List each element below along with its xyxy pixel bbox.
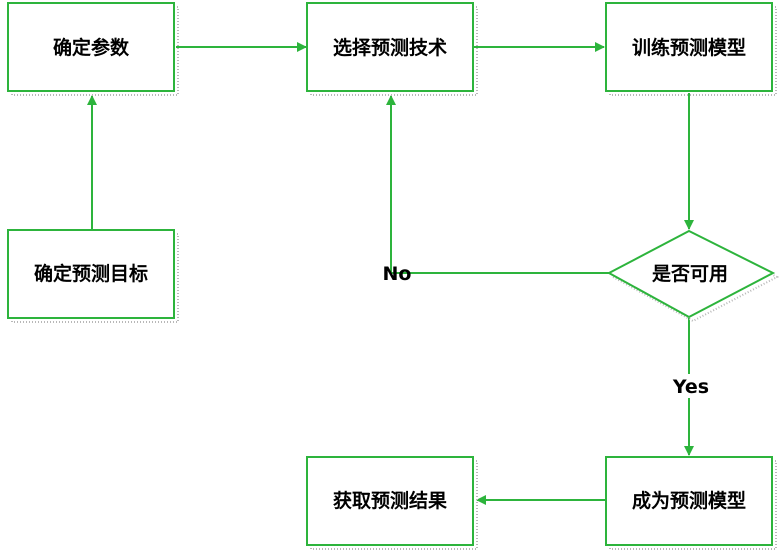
node-select-technique[interactable]: 选择预测技术 <box>306 2 478 96</box>
node-get-result-box <box>306 456 474 546</box>
node-train-model-label: 训练预测模型 <box>632 36 746 59</box>
edge-labels: No Yes <box>383 263 710 398</box>
node-select-technique-shadow <box>310 6 478 96</box>
node-become-model-label: 成为预测模型 <box>632 489 746 512</box>
node-determine-params-box <box>7 2 175 92</box>
node-determine-goal[interactable]: 确定预测目标 <box>7 229 179 323</box>
node-select-technique-box <box>306 2 474 92</box>
node-train-model[interactable]: 训练预测模型 <box>605 2 777 96</box>
edge-label-yes: Yes <box>672 376 709 398</box>
node-determine-goal-shadow <box>11 233 179 323</box>
node-is-usable-diamond <box>606 229 776 319</box>
node-become-model[interactable]: 成为预测模型 <box>605 456 777 550</box>
node-determine-goal-box <box>7 229 175 319</box>
node-determine-params-shadow <box>11 6 179 96</box>
node-become-model-box <box>605 456 773 546</box>
node-determine-goal-label: 确定预测目标 <box>34 262 148 285</box>
node-get-result-shadow <box>310 460 478 550</box>
edge-label-yes-background <box>670 374 710 398</box>
node-get-result[interactable]: 获取预测结果 <box>306 456 478 550</box>
node-get-result-label: 获取预测结果 <box>333 489 447 512</box>
node-train-model-box <box>605 2 773 92</box>
edge-label-no: No <box>383 263 412 285</box>
node-train-model-shadow <box>609 6 777 96</box>
node-is-usable-label: 是否可用 <box>652 263 728 285</box>
node-select-technique-label: 选择预测技术 <box>333 36 447 59</box>
node-become-model-shadow <box>609 460 777 550</box>
edge-decision-no-to-technique <box>386 95 609 274</box>
node-determine-params-label: 确定参数 <box>53 36 130 59</box>
node-determine-params[interactable]: 确定参数 <box>7 2 179 96</box>
node-is-usable-decision[interactable]: 是否可用 <box>606 229 780 323</box>
